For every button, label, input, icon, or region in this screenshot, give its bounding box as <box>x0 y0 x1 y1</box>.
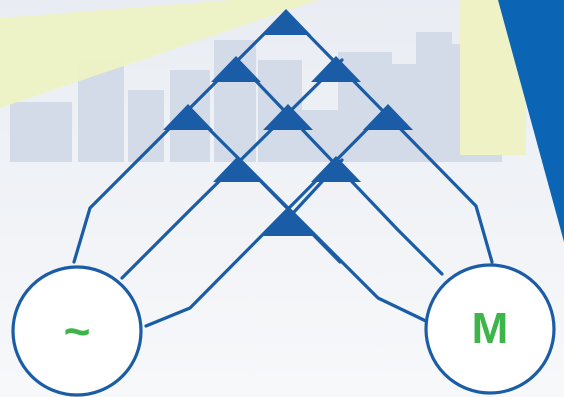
node-triangle <box>263 104 313 130</box>
node-triangles <box>163 9 413 236</box>
source-node <box>11 265 143 397</box>
node-triangle <box>363 104 413 130</box>
node-triangle <box>213 156 263 182</box>
light-beam <box>0 0 318 108</box>
node-triangle <box>163 104 213 130</box>
node-triangle <box>311 56 361 82</box>
node-triangle <box>261 9 311 35</box>
node-triangle <box>311 156 361 182</box>
motor-node <box>424 263 556 395</box>
node-triangle <box>263 210 313 236</box>
accent-band <box>498 0 564 242</box>
node-triangle <box>211 56 261 82</box>
